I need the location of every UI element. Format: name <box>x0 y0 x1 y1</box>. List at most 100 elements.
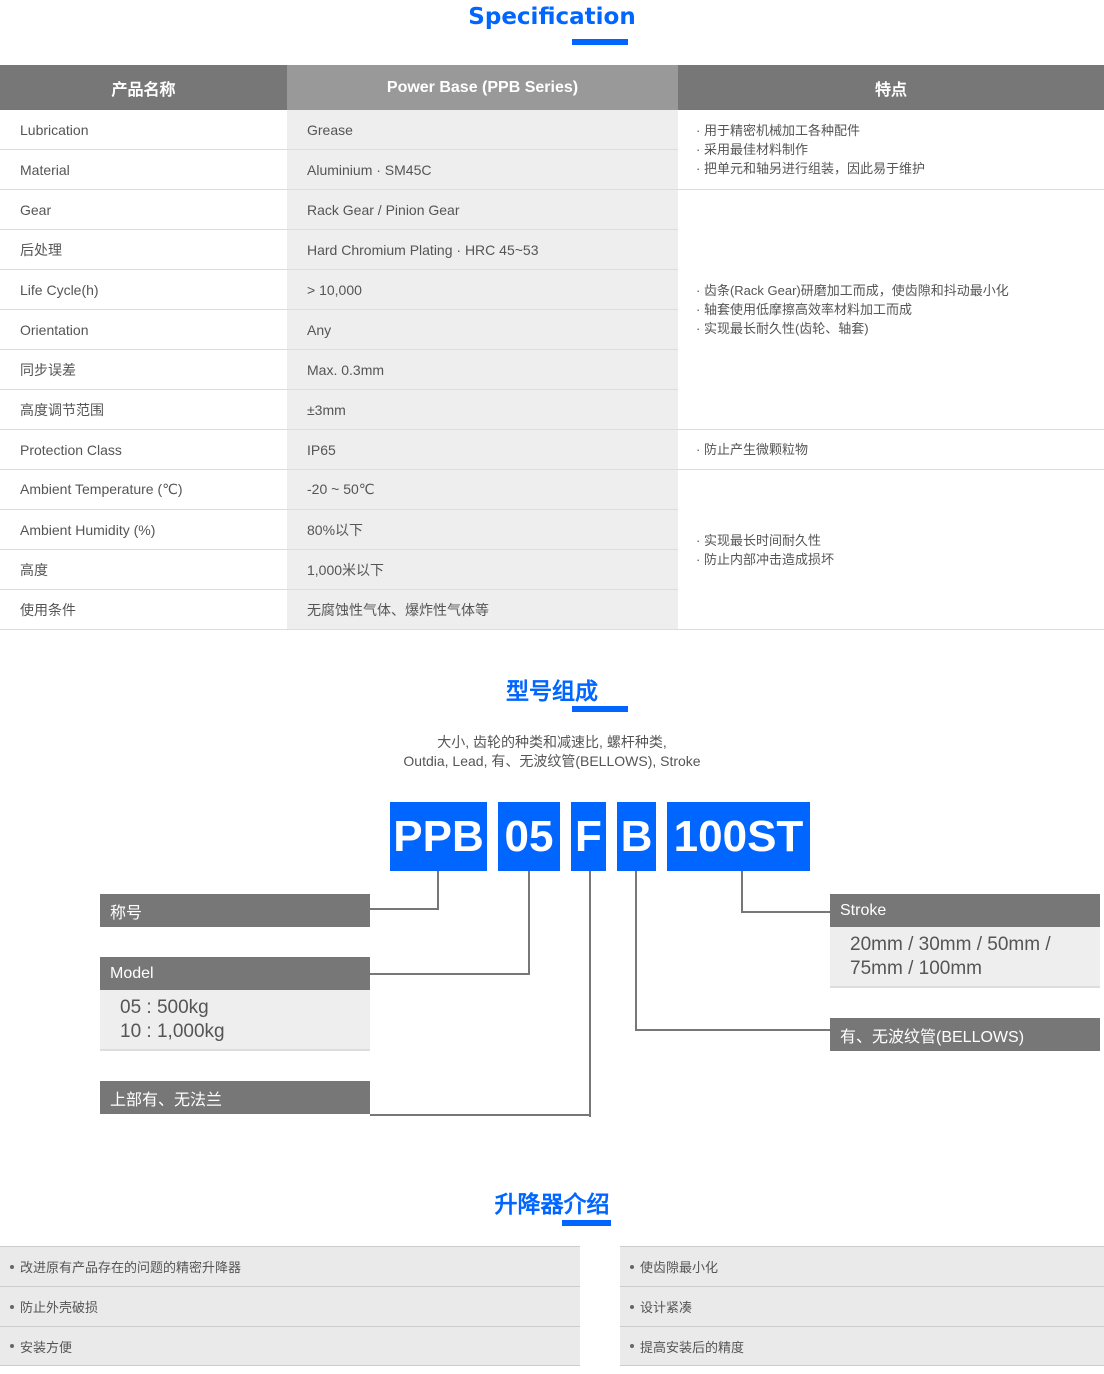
list-item-text: 改进原有产品存在的问题的精密升降器 <box>20 1260 242 1275</box>
list-item: 设计紧凑 <box>620 1286 1104 1326</box>
model-option: 05 : 500kg <box>120 997 209 1018</box>
list-item: 提高安装后的精度 <box>620 1326 1104 1366</box>
model-option: 10 : 1,000kg <box>120 1021 225 1042</box>
feature-cell: · 用于精密机械加工各种配件 · 采用最佳材料制作 · 把单元和轴另进行组装，因… <box>678 110 1104 190</box>
model-subtitle-line1: 大小, 齿轮的种类和减速比, 螺杆种类, <box>437 734 667 750</box>
intro-title-underline <box>562 1220 611 1226</box>
bullet-icon <box>630 1304 634 1309</box>
code-ppb: PPB <box>390 802 487 871</box>
label-model-title: Model <box>100 957 370 990</box>
spec-table: 产品名称 Power Base (PPB Series) 特点 Lubricat… <box>0 65 1104 630</box>
row-value: IP65 <box>287 430 678 469</box>
row-name: Material <box>0 150 287 189</box>
bullet-icon <box>10 1264 14 1269</box>
row-name: 同步误差 <box>0 350 287 389</box>
feature-cell: · 防止产生微颗粒物 <box>678 430 1104 470</box>
spec-title-underline <box>572 39 628 45</box>
connector-line <box>370 1114 591 1116</box>
table-row: Ambient Humidity (%)80%以下 <box>0 510 678 550</box>
feature-line: · 实现最长耐久性(齿轮、轴套) <box>696 321 869 336</box>
intro-list-left: 改进原有产品存在的问题的精密升降器 防止外壳破损 安装方便 <box>0 1246 580 1366</box>
row-value: ±3mm <box>287 390 678 429</box>
label-stroke-body: 20mm / 30mm / 50mm / 75mm / 100mm <box>830 927 1100 988</box>
connector-line <box>741 911 830 913</box>
table-row: 高度调节范围±3mm <box>0 390 678 430</box>
row-name: Lubrication <box>0 110 287 149</box>
list-item-text: 安装方便 <box>20 1339 73 1355</box>
bullet-icon <box>630 1264 634 1269</box>
connector-line <box>635 1029 830 1031</box>
table-row: Life Cycle(h)> 10,000 <box>0 270 678 310</box>
stroke-option: 20mm / 30mm / 50mm / <box>850 934 1051 955</box>
row-name: Protection Class <box>0 430 287 469</box>
header-features: 特点 <box>678 65 1104 110</box>
list-item: 改进原有产品存在的问题的精密升降器 <box>0 1246 580 1286</box>
row-value: Aluminium · SM45C <box>287 150 678 189</box>
label-model-body: 05 : 500kg 10 : 1,000kg <box>100 990 370 1051</box>
code-100st: 100ST <box>667 802 810 871</box>
list-item-text: 使齿隙最小化 <box>640 1260 719 1275</box>
row-name: 高度调节范围 <box>0 390 287 429</box>
row-value: -20 ~ 50℃ <box>287 470 678 509</box>
row-value: 80%以下 <box>287 510 678 549</box>
feature-line: · 防止产生微颗粒物 <box>696 442 808 457</box>
row-value: > 10,000 <box>287 270 678 309</box>
connector-line <box>370 908 439 910</box>
feature-line: · 防止内部冲击造成损坏 <box>696 551 834 567</box>
list-item-text: 设计紧凑 <box>640 1300 693 1315</box>
feature-cell: · 实现最长时间耐久性 · 防止内部冲击造成损坏 <box>678 470 1104 630</box>
intro-list-right: 使齿隙最小化 设计紧凑 提高安装后的精度 <box>620 1246 1104 1366</box>
feature-line: · 轴套使用低摩擦高效率材料加工而成 <box>696 302 912 317</box>
connector-line <box>437 871 439 910</box>
feature-line: · 实现最长时间耐久性 <box>696 532 821 548</box>
code-f: F <box>571 802 606 871</box>
spec-title: Specification <box>468 4 636 30</box>
row-name: 高度 <box>0 550 287 589</box>
connector-line <box>589 871 591 1117</box>
list-item-text: 提高安装后的精度 <box>640 1339 745 1355</box>
connector-line <box>370 973 530 975</box>
table-row: Ambient Temperature (℃)-20 ~ 50℃ <box>0 470 678 510</box>
row-name: Ambient Humidity (%) <box>0 510 287 549</box>
row-name: Life Cycle(h) <box>0 270 287 309</box>
feature-line: · 把单元和轴另进行组装，因此易于维护 <box>696 161 925 176</box>
row-name: Gear <box>0 190 287 229</box>
row-value: 1,000米以下 <box>287 550 678 589</box>
label-bellows-title: 有、无波纹管(BELLOWS) <box>830 1018 1100 1051</box>
model-title: 型号组成 <box>506 679 598 705</box>
row-value: 无腐蚀性气体、爆炸性气体等 <box>287 590 678 629</box>
model-title-underline <box>572 706 628 712</box>
row-value: Grease <box>287 110 678 149</box>
list-item: 防止外壳破损 <box>0 1286 580 1326</box>
header-series: Power Base (PPB Series) <box>287 65 678 110</box>
bullet-icon <box>10 1344 14 1348</box>
spec-table-header: 产品名称 Power Base (PPB Series) 特点 <box>0 65 1104 110</box>
row-name: 使用条件 <box>0 590 287 629</box>
list-item: 安装方便 <box>0 1326 580 1366</box>
label-model: Model 05 : 500kg 10 : 1,000kg <box>100 957 370 1051</box>
label-flange-title: 上部有、无法兰 <box>100 1081 370 1114</box>
row-value: Rack Gear / Pinion Gear <box>287 190 678 229</box>
label-stroke-title: Stroke <box>830 894 1100 927</box>
row-name: 后处理 <box>0 230 287 269</box>
bullet-icon <box>630 1344 634 1348</box>
code-05: 05 <box>498 802 560 871</box>
connector-line <box>635 871 637 1031</box>
label-name: 称号 <box>100 894 370 927</box>
stroke-option: 75mm / 100mm <box>850 958 982 979</box>
row-name: Orientation <box>0 310 287 349</box>
bullet-icon <box>10 1304 14 1309</box>
row-value: Max. 0.3mm <box>287 350 678 389</box>
label-stroke: Stroke 20mm / 30mm / 50mm / 75mm / 100mm <box>830 894 1100 988</box>
row-value: Any <box>287 310 678 349</box>
connector-line <box>741 871 743 913</box>
label-flange: 上部有、无法兰 <box>100 1081 370 1114</box>
label-name-title: 称号 <box>100 894 370 927</box>
